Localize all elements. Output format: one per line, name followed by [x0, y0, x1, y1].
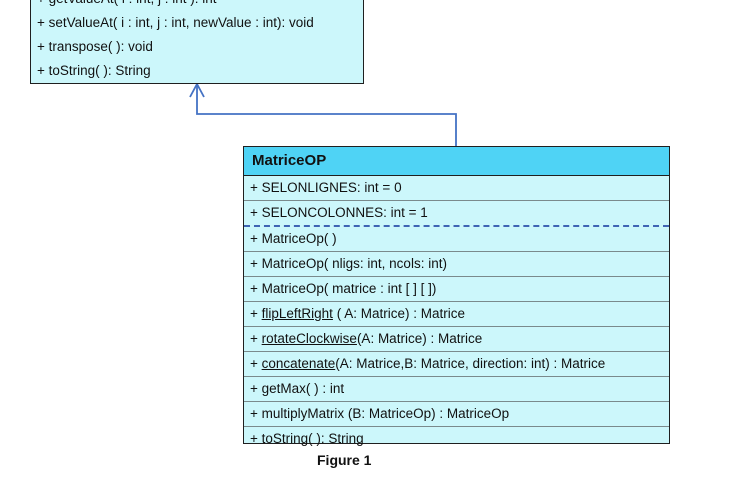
matriceop-class-box: MatriceOP + SELONLIGNES: int = 0 + SELON…: [243, 146, 670, 446]
static-method-name: rotateClockwise: [261, 331, 357, 346]
method-signature: (A: Matrice,B: Matrice, direction: int) …: [335, 356, 606, 371]
visibility-marker: +: [250, 331, 262, 346]
constructor-row: + MatriceOp( nligs: int, ncols: int): [244, 252, 669, 277]
static-method-row: + flipLeftRight ( A: Matrice) : Matrice: [244, 302, 669, 327]
parent-method-row: + toString( ): String: [37, 63, 151, 78]
generalization-arrowhead: [189, 82, 205, 98]
static-method-row: + concatenate(A: Matrice,B: Matrice, dir…: [244, 352, 669, 377]
parent-class-box: + getValueAt( i : int, j : int ): int + …: [30, 0, 364, 84]
class-name-header: MatriceOP: [244, 147, 669, 176]
static-method-name: flipLeftRight: [261, 306, 333, 321]
method-signature: ( A: Matrice) : Matrice: [332, 306, 465, 321]
attribute-row: + SELONLIGNES: int = 0: [244, 176, 669, 201]
method-row: + toString( ): String: [250, 431, 364, 446]
method-row: + getMax( ) : int: [244, 377, 669, 402]
method-row: + multiplyMatrix (B: MatriceOp) : Matric…: [244, 402, 669, 427]
constructor-row: + MatriceOp( ): [244, 227, 669, 252]
method-signature: (A: Matrice) : Matrice: [356, 331, 483, 346]
parent-method-row: + setValueAt( i : int, j : int, newValue…: [37, 15, 314, 30]
parent-method-row: + getValueAt( i : int, j : int ): int: [31, 0, 363, 11]
attribute-row: + SELONCOLONNES: int = 1: [244, 201, 669, 227]
parent-method-row: + transpose( ): void: [37, 39, 153, 54]
figure-caption: Figure 1: [317, 452, 372, 468]
static-method-name: concatenate: [261, 356, 336, 371]
constructor-row: + MatriceOp( matrice : int [ ] [ ]): [244, 277, 669, 302]
visibility-marker: +: [250, 356, 262, 371]
visibility-marker: +: [250, 306, 262, 321]
generalization-line: [196, 84, 457, 146]
static-method-row: + rotateClockwise(A: Matrice) : Matrice: [244, 327, 669, 352]
